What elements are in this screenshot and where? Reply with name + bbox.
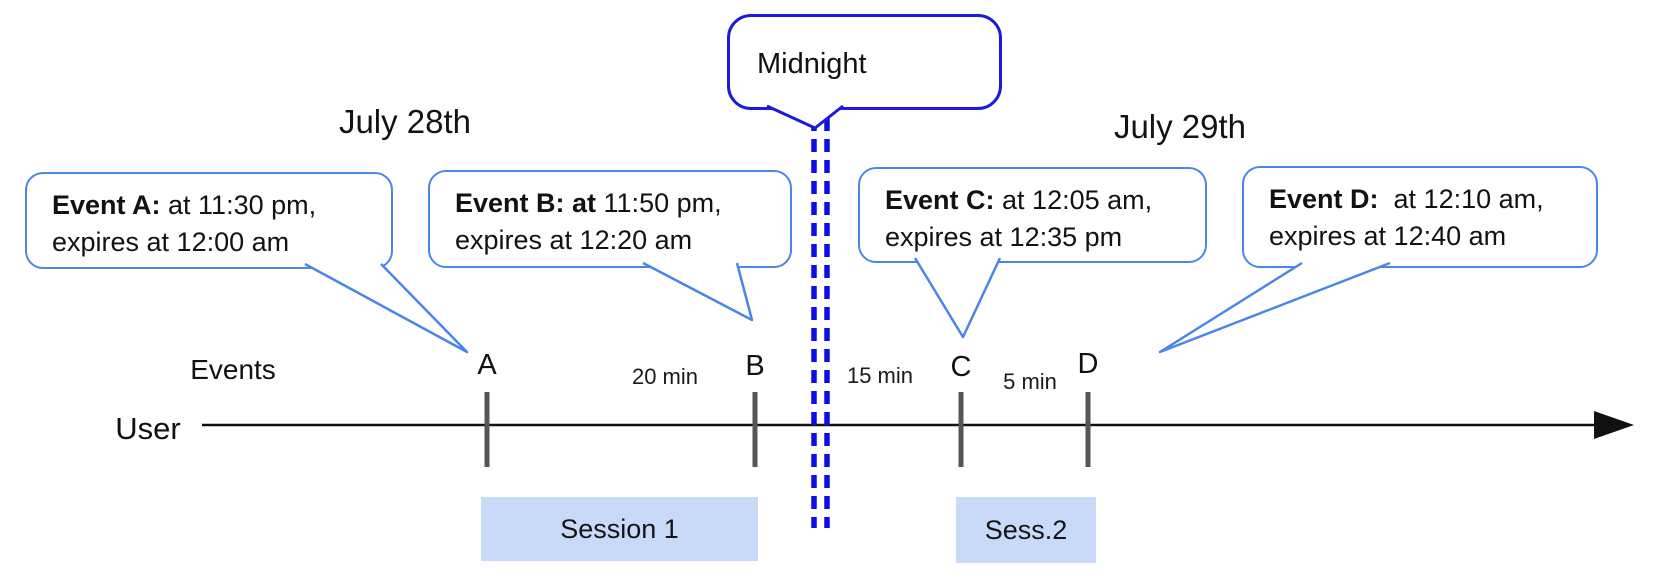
event-b-line2: expires at 12:20 am [455,225,693,255]
tick-label-a: A [477,349,497,381]
midnight-label: Midnight [757,48,867,80]
session-1-label: Session 1 [560,513,679,544]
tick-label-c: C [950,351,972,383]
event-c-line1: Event C: at 12:05 am, [885,185,1153,215]
user-axis-label: User [115,411,181,446]
interval-label-ab: 20 min [631,364,699,389]
event-c-callout: Event C: at 12:05 am, expires at 12:35 p… [858,167,1207,263]
event-c-callout-tail [913,257,1002,339]
timeline-arrowhead-icon [1594,411,1634,439]
midnight-callout: Midnight [727,14,1002,110]
event-d-line1: Event D: at 12:10 am, [1269,184,1544,214]
event-b-callout: Event B: at 11:50 pm, expires at 12:20 a… [428,170,792,268]
events-axis-label: Events [190,354,276,385]
interval-label-bc: 15 min [846,363,914,388]
tick-label-b: B [745,350,765,382]
event-a-callout: Event A: at 11:30 pm, expires at 12:00 a… [25,172,393,269]
event-a-callout-tail [304,262,469,354]
event-a-line1: Event A: at 11:30 pm, [52,190,317,220]
event-b-line1: Event B: at 11:50 pm, [455,188,722,218]
tick-label-d: D [1077,348,1099,380]
date-left-label: July 28th [338,103,472,140]
event-d-callout: Event D: at 12:10 am, expires at 12:40 a… [1242,166,1598,268]
date-right-label: July 29th [1113,108,1247,145]
event-a-line2: expires at 12:00 am [52,227,290,257]
event-b-callout-tail [642,261,754,322]
interval-label-cd: 5 min [1003,369,1057,394]
event-c-line2: expires at 12:35 pm [885,222,1123,252]
session-1-box: Session 1 [481,497,758,561]
event-d-callout-tail [1158,261,1391,354]
event-d-line2: expires at 12:40 am [1269,221,1507,251]
session-2-box: Sess.2 [956,497,1096,563]
session-2-label: Sess.2 [984,514,1068,545]
